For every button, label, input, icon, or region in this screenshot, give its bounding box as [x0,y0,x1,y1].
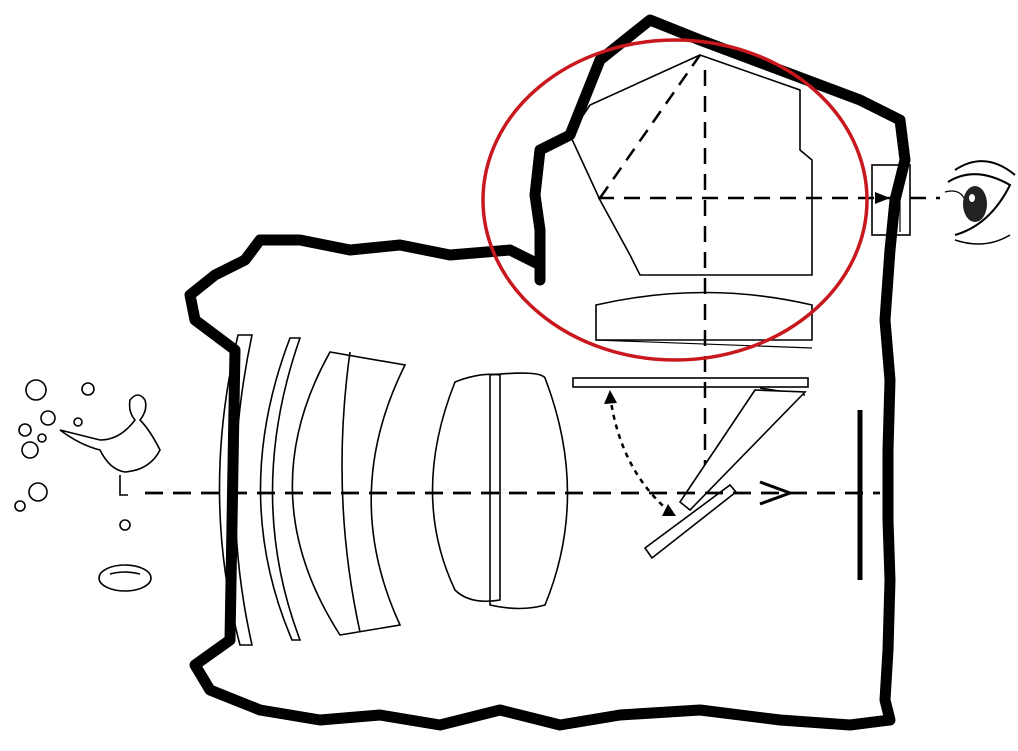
mirror-swing-arrow [610,395,670,512]
eye-icon [945,161,1015,244]
eyepiece-arrow-icon [875,192,890,204]
camera-body-outline [190,20,905,725]
swing-arrowhead-top-icon [604,390,617,404]
pentaprism [570,55,812,275]
swing-arrowhead-bottom-icon [662,504,676,516]
lens-elements [219,335,567,645]
prism-light-path-1 [600,55,700,198]
focusing-screen-plate [573,378,808,387]
lens-element-5 [490,373,568,608]
lens-element-2 [260,338,300,640]
subject-bird-icon [15,380,160,591]
